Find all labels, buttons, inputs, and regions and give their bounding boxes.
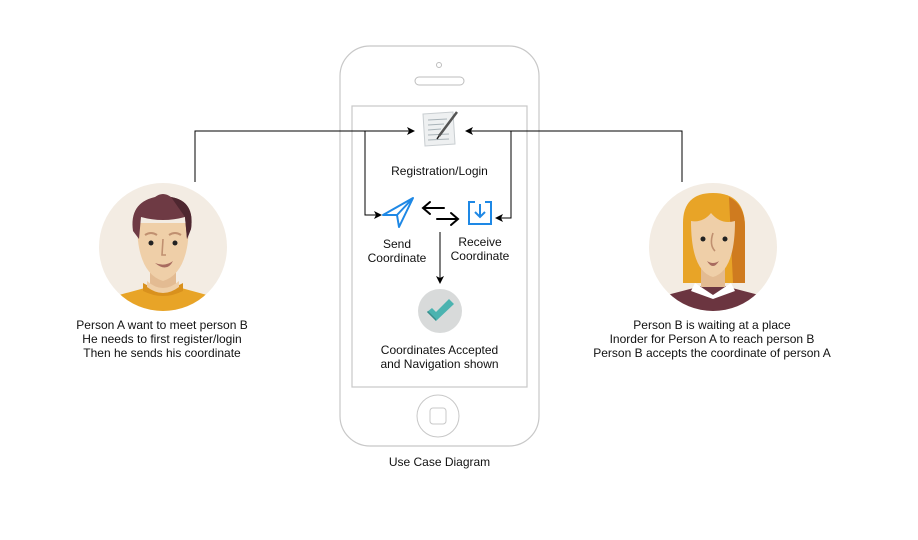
phone-speaker: [414, 76, 465, 86]
connector-b-to-registration: [465, 127, 683, 182]
person-a-line-1: Person A want to meet person B: [76, 318, 248, 332]
person-b-line-1: Person B is waiting at a place: [633, 318, 791, 332]
receive-label-line1: Receive: [458, 235, 502, 249]
female-avatar: [649, 183, 777, 311]
connector-a-to-registration: [194, 127, 415, 182]
person-a-line-2: He needs to first register/login: [82, 332, 242, 346]
home-button-square: [429, 407, 447, 425]
person-a-line-3: Then he sends his coordinate: [83, 346, 241, 360]
registration-label: Registration/Login: [391, 164, 488, 178]
download-tray-icon[interactable]: [467, 200, 493, 226]
paper-plane-icon[interactable]: [381, 196, 415, 230]
check-circle-icon: [418, 289, 462, 333]
connector-registration-to-send: [364, 131, 382, 219]
registration-form-icon: [419, 108, 461, 148]
send-label-line2: Coordinate: [367, 251, 427, 265]
male-avatar: [99, 183, 227, 311]
diagram-title: Use Case Diagram: [388, 455, 491, 469]
accepted-label-line2: and Navigation shown: [380, 357, 499, 371]
phone-camera: [436, 62, 442, 68]
connector-registration-to-receive: [495, 131, 512, 222]
receive-label-line2: Coordinate: [450, 249, 510, 263]
accepted-label-line1: Coordinates Accepted: [380, 343, 499, 357]
home-button[interactable]: [416, 394, 460, 438]
person-b-line-2: Inorder for Person A to reach person B: [609, 332, 815, 346]
person-b-line-3: Person B accepts the coordinate of perso…: [593, 346, 831, 360]
exchange-arrows-icon: [421, 201, 460, 226]
send-label-line1: Send: [382, 237, 412, 251]
